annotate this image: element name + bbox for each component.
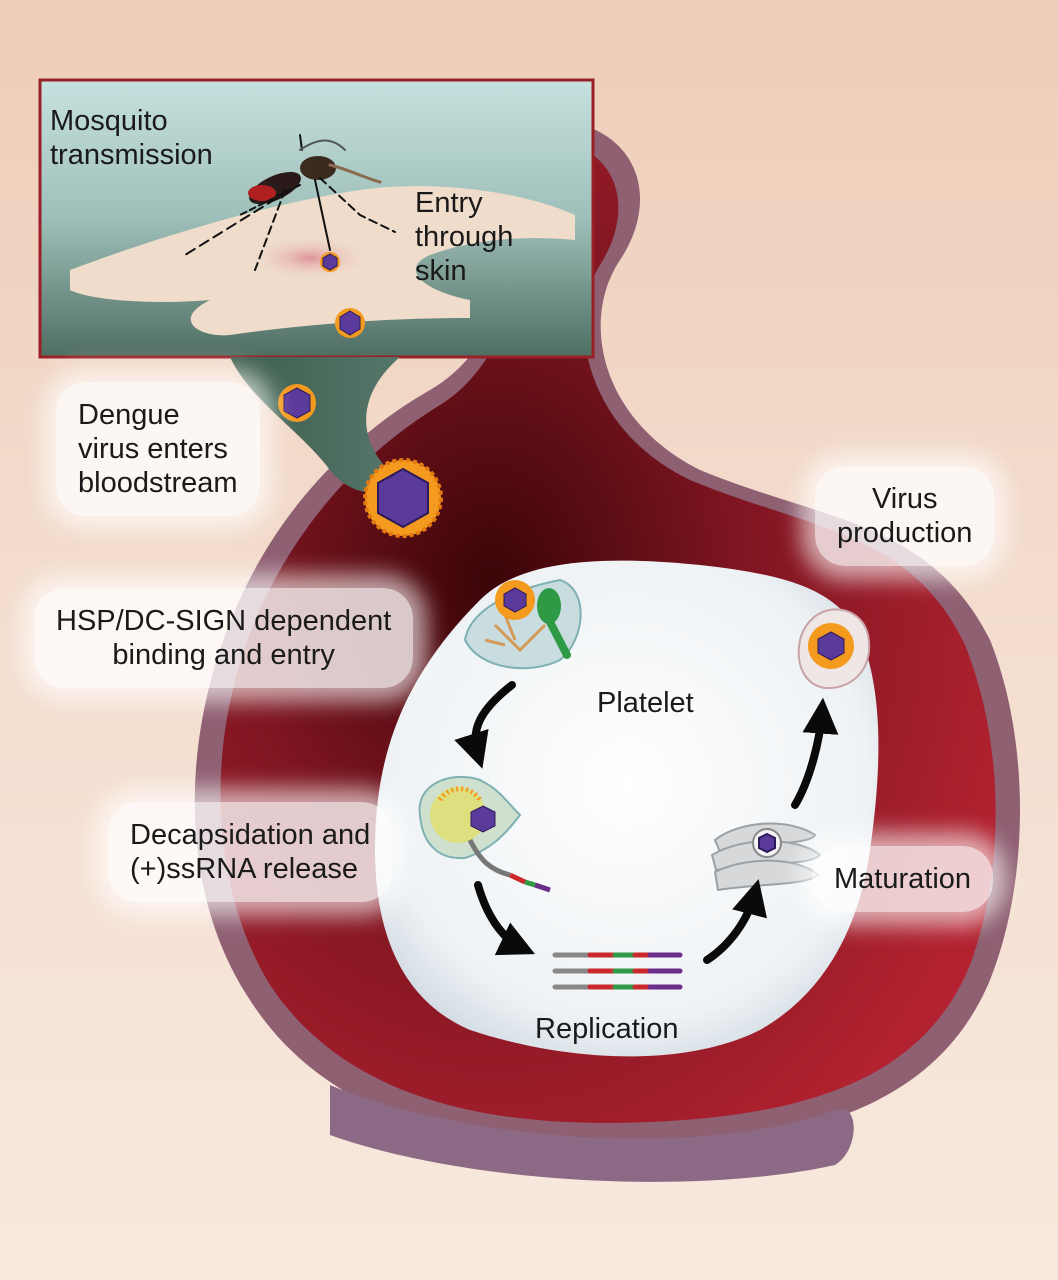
label-decapsidation: Decapsidation and (+)ssRNA release: [108, 802, 393, 902]
arrow-binding-to-decapsidation: [454, 681, 516, 769]
label-entry-through-skin: Entry through skin: [415, 187, 514, 287]
arrow-maturation-to-production: [791, 697, 839, 809]
virus-icon-skin: [320, 252, 340, 272]
virus-icon-stalk-2: [278, 384, 316, 422]
label-mosquito-transmission: Mosquito transmission: [50, 105, 213, 171]
arrow-replication-to-maturation: [703, 879, 767, 964]
cycle-arrows: [454, 681, 839, 964]
label-hsp-dc-sign-binding: HSP/DC-SIGN dependent binding and entry: [34, 588, 414, 688]
label-replication: Replication: [535, 1013, 679, 1045]
decapsidation-icon: [418, 775, 551, 893]
virus-icon-stalk-1: [335, 308, 365, 338]
label-virus-production: Virus production: [815, 466, 995, 566]
arrow-decapsidation-to-replication: [474, 881, 536, 956]
mosquito-icon: [184, 134, 396, 271]
label-dengue-enters-bloodstream: Dengue virus enters bloodstream: [56, 382, 260, 516]
label-platelet: Platelet: [597, 687, 694, 719]
inset-stalk: [230, 357, 400, 493]
golgi-maturation-icon: [710, 822, 822, 892]
binding-entry-icon: [463, 578, 582, 670]
rna-strands-icon: [552, 952, 683, 990]
virus-icon-bloodstream: [363, 458, 443, 538]
virus-production-icon: [797, 608, 871, 690]
label-maturation: Maturation: [812, 846, 994, 912]
